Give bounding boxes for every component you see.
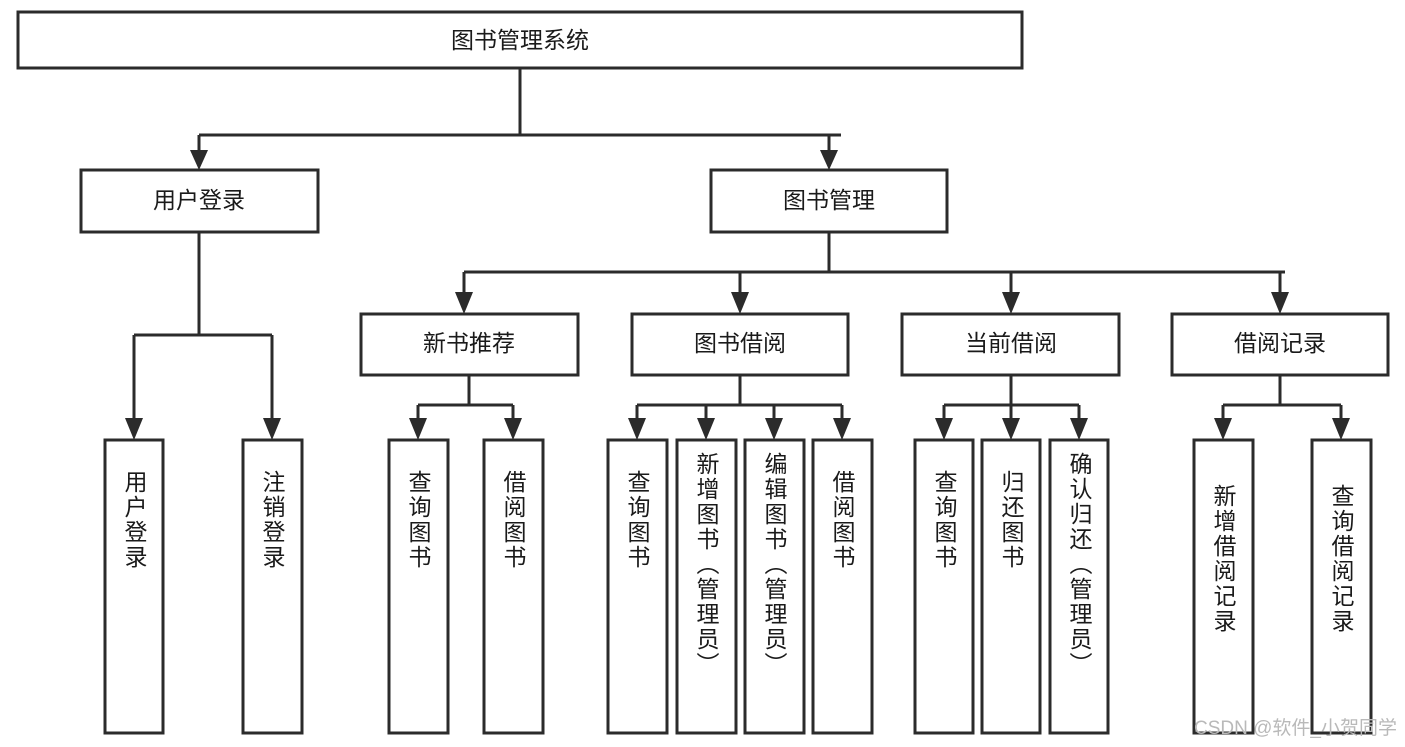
leaf-node[interactable]: 注销登录 [241, 438, 304, 735]
leaf-newbook-query-box[interactable] [387, 438, 450, 735]
node-current-borrow-box[interactable] [900, 312, 1121, 377]
edges-borrow-record-to-leaves [1214, 375, 1350, 440]
arrowhead-book-borrow-leaf-2 [697, 418, 715, 440]
node-new-book-recommend-label: 新书推荐 [423, 330, 515, 356]
arrowhead-current-borrow [1002, 292, 1020, 314]
leaf-record-query-box[interactable] [1310, 438, 1373, 735]
leaf-current-confirm-label: 确认归还（管理员） [1066, 452, 1093, 677]
node-book-management-box[interactable] [709, 168, 949, 234]
node-user-login[interactable]: 用户登录 [79, 168, 320, 234]
leaf-node[interactable]: 借阅图书 [811, 438, 874, 735]
arrowhead-current-borrow-leaf-2 [1002, 418, 1020, 440]
arrowhead-book-borrow-leaf-3 [765, 418, 783, 440]
arrowhead-new-book [455, 292, 473, 314]
leaf-node[interactable]: 用户登录 [103, 438, 165, 735]
leaf-borrow-action-label: 借阅图书 [829, 470, 856, 570]
node-book-borrow[interactable]: 图书借阅 [630, 312, 850, 377]
node-user-login-label: 用户登录 [153, 187, 245, 213]
leaf-newbook-query-label: 查询图书 [405, 470, 432, 570]
leaf-node[interactable]: 新增借阅记录 [1192, 438, 1255, 735]
leaf-user-login-label: 用户登录 [121, 470, 148, 570]
leaf-node[interactable]: 归还图书 [980, 438, 1042, 735]
arrowhead-book-mgmt [820, 150, 838, 170]
node-borrow-record-box[interactable] [1170, 312, 1390, 377]
edges-root-to-level2 [190, 68, 841, 170]
edges-book-mgmt-to-level3 [455, 232, 1289, 314]
node-root-box[interactable] [16, 10, 1024, 70]
leaf-current-confirm-box[interactable] [1048, 438, 1110, 735]
leaf-user-login-box[interactable] [103, 438, 165, 735]
node-root-label: 图书管理系统 [451, 27, 589, 53]
leaf-current-query-box[interactable] [913, 438, 975, 735]
leaf-logout-box[interactable] [241, 438, 304, 735]
leaf-newbook-borrow-label: 借阅图书 [500, 470, 527, 570]
leaf-logout-label: 注销登录 [259, 470, 286, 570]
leaf-node[interactable]: 查询图书 [387, 438, 450, 735]
arrowhead-current-borrow-leaf-1 [935, 418, 953, 440]
leaf-node[interactable]: 确认归还（管理员） [1048, 438, 1110, 735]
arrowhead-new-book-leaf-1 [409, 418, 427, 440]
arrowhead-book-borrow [731, 292, 749, 314]
leaf-borrow-edit-box[interactable] [743, 438, 806, 735]
arrowhead-book-borrow-leaf-1 [628, 418, 646, 440]
arrowhead-user-login-leaf-1 [125, 418, 143, 440]
leaf-borrow-query-label: 查询图书 [624, 470, 651, 570]
arrowhead-borrow-record [1271, 292, 1289, 314]
edges-new-book-to-leaves [409, 375, 522, 440]
node-borrow-record[interactable]: 借阅记录 [1170, 312, 1390, 377]
node-book-management-label: 图书管理 [783, 187, 875, 213]
node-root[interactable]: 图书管理系统 [16, 10, 1024, 70]
node-current-borrow-label: 当前借阅 [965, 330, 1057, 356]
node-book-borrow-label: 图书借阅 [694, 330, 786, 356]
leaf-record-add-label: 新增借阅记录 [1210, 484, 1237, 634]
edges-book-borrow-to-leaves [628, 375, 851, 440]
leaf-node[interactable]: 新增图书（管理员） [675, 438, 738, 735]
leaf-newbook-borrow-box[interactable] [482, 438, 545, 735]
arrowhead-user-login [190, 150, 208, 170]
node-borrow-record-label: 借阅记录 [1234, 330, 1326, 356]
leaf-borrow-add-box[interactable] [675, 438, 738, 735]
arrowhead-new-book-leaf-2 [504, 418, 522, 440]
leaf-record-query-label: 查询借阅记录 [1328, 484, 1355, 634]
leaf-borrow-edit-label: 编辑图书（管理员） [761, 452, 788, 677]
leaf-node[interactable]: 编辑图书（管理员） [743, 438, 806, 735]
leaf-node[interactable]: 借阅图书 [482, 438, 545, 735]
leaf-node[interactable]: 查询借阅记录 [1310, 438, 1373, 735]
leaf-node[interactable]: 查询图书 [913, 438, 975, 735]
leaf-borrow-action-box[interactable] [811, 438, 874, 735]
arrowhead-borrow-record-leaf-2 [1332, 418, 1350, 440]
edges-current-borrow-to-leaves [935, 375, 1088, 440]
leaf-record-add-box[interactable] [1192, 438, 1255, 735]
node-new-book-recommend-box[interactable] [359, 312, 580, 377]
node-book-borrow-box[interactable] [630, 312, 850, 377]
leaf-current-return-box[interactable] [980, 438, 1042, 735]
arrowhead-borrow-record-leaf-1 [1214, 418, 1232, 440]
leaf-borrow-query-box[interactable] [606, 438, 669, 735]
arrowhead-user-login-leaf-2 [263, 418, 281, 440]
arrowhead-book-borrow-leaf-4 [833, 418, 851, 440]
leaf-node[interactable]: 查询图书 [606, 438, 669, 735]
leaf-current-query-label: 查询图书 [931, 470, 958, 570]
node-book-management[interactable]: 图书管理 [709, 168, 949, 234]
leaf-borrow-add-label: 新增图书（管理员） [693, 452, 720, 677]
edges-user-login-to-leaves [125, 232, 281, 440]
arrowhead-current-borrow-leaf-3 [1070, 418, 1088, 440]
leaf-current-return-label: 归还图书 [998, 470, 1025, 570]
node-current-borrow[interactable]: 当前借阅 [900, 312, 1121, 377]
node-new-book-recommend[interactable]: 新书推荐 [359, 312, 580, 377]
